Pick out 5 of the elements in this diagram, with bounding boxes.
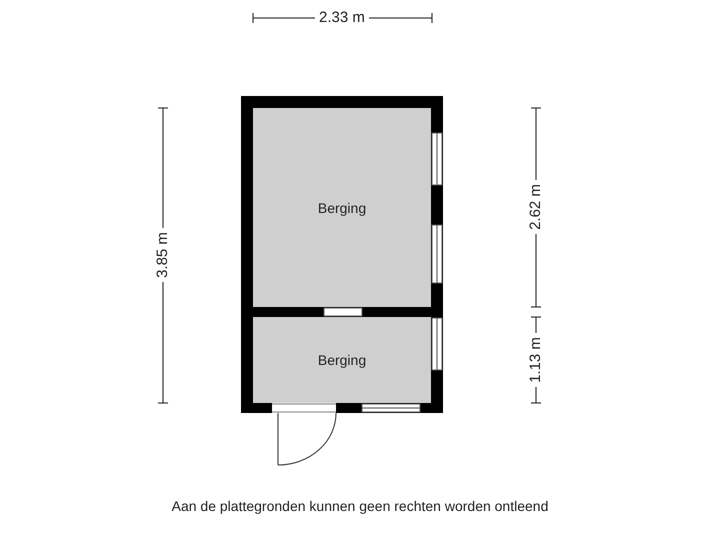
room-label: Berging bbox=[318, 352, 366, 368]
room-floor bbox=[253, 108, 431, 307]
room-floor bbox=[253, 317, 431, 403]
room-label: Berging bbox=[318, 200, 366, 216]
disclaimer-caption: Aan de plattegronden kunnen geen rechten worden ontleend bbox=[172, 498, 548, 514]
